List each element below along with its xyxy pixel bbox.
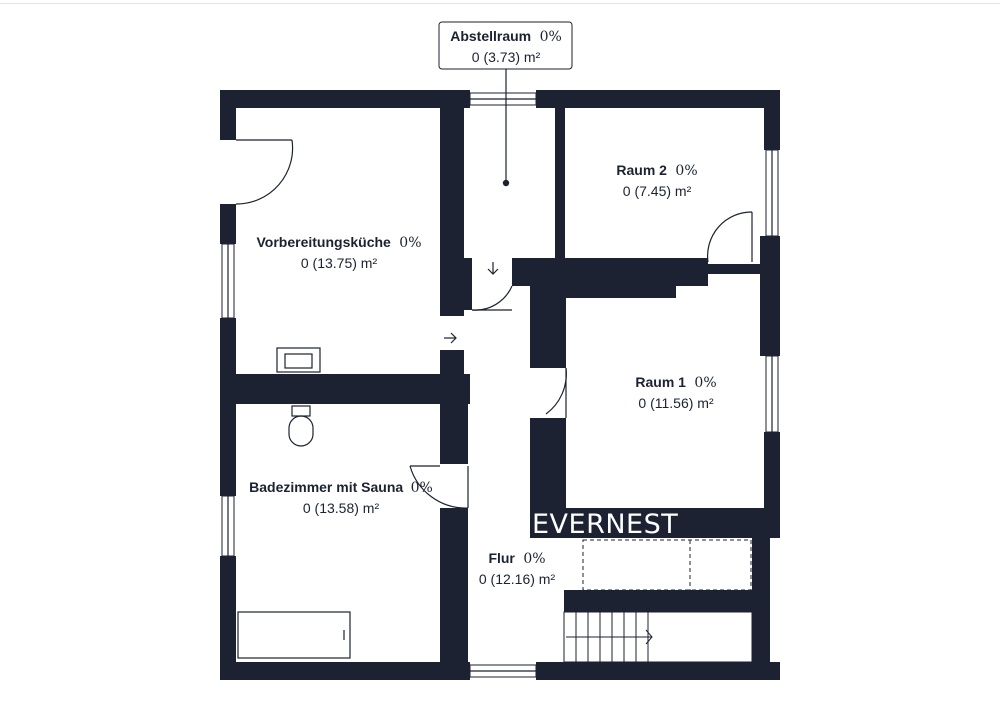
walls bbox=[220, 90, 780, 680]
wall-flur-top bbox=[512, 258, 532, 286]
label-abstellraum: Abstellraum 0% bbox=[450, 28, 562, 45]
label-raum-2: Raum 2 0% bbox=[616, 162, 697, 179]
label-vorbereitungskueche-area: 0 (13.75) m² bbox=[301, 255, 378, 271]
wall-abstell-right bbox=[555, 100, 565, 258]
wall-bath-right-lower bbox=[440, 508, 468, 680]
wall-bottom-left bbox=[220, 662, 470, 680]
label-abstellraum-area: 0 (3.73) m² bbox=[472, 49, 541, 65]
wall-raum1-top bbox=[566, 258, 676, 298]
wall-stair-top bbox=[564, 590, 754, 612]
arrows bbox=[444, 262, 499, 344]
wall-right-3 bbox=[764, 432, 780, 528]
label-raum-1-percent: 0% bbox=[694, 375, 716, 391]
arrow-kitchen-head bbox=[450, 332, 457, 344]
label-raum-1-name: Raum 1 bbox=[635, 374, 686, 390]
label-raum-1: Raum 1 0% bbox=[635, 374, 716, 391]
wall-raum2-bottom-b bbox=[700, 264, 764, 274]
wall-raum1-left-upper bbox=[530, 258, 566, 368]
doors bbox=[235, 139, 753, 509]
wall-kitchen-right-lower bbox=[440, 350, 464, 378]
label-abstellraum-percent: 0% bbox=[540, 29, 562, 45]
label-flur-name: Flur bbox=[488, 550, 515, 566]
arrow-abstell-head bbox=[487, 268, 499, 275]
label-flur-percent: 0% bbox=[523, 551, 545, 567]
label-vorbereitungskueche-percent: 0% bbox=[399, 235, 421, 251]
wall-right-2 bbox=[760, 236, 780, 356]
door-abstell-swing bbox=[471, 285, 513, 311]
wall-abstell-stub bbox=[464, 258, 472, 310]
bathtub bbox=[237, 611, 351, 659]
room-labels: Abstellraum 0% 0 (3.73) m² Raum 2 0% 0 (… bbox=[249, 28, 716, 587]
wall-top-right bbox=[536, 90, 780, 108]
wall-bath-right-upper bbox=[440, 374, 468, 464]
staircase bbox=[563, 611, 753, 663]
label-abstellraum-name: Abstellraum bbox=[450, 28, 531, 44]
wall-left-2 bbox=[220, 204, 236, 244]
door-entry-swing bbox=[235, 139, 294, 205]
wall-kitchen-bath bbox=[230, 374, 470, 404]
wall-left-1 bbox=[220, 90, 236, 140]
label-flur: Flur 0% bbox=[488, 550, 545, 567]
toilet-bowl bbox=[288, 415, 314, 447]
wall-right-4 bbox=[752, 528, 770, 680]
wall-top-left bbox=[220, 90, 470, 108]
label-raum-2-percent: 0% bbox=[675, 163, 697, 179]
label-raum-2-name: Raum 2 bbox=[616, 162, 667, 178]
door-bath-swing bbox=[409, 465, 469, 509]
label-vorbereitungskueche-name: Vorbereitungsküche bbox=[257, 234, 392, 250]
abstellraum-callout-box bbox=[438, 21, 573, 70]
wall-kitchen-right bbox=[440, 100, 464, 316]
label-badezimmer-percent: 0% bbox=[411, 480, 433, 496]
label-badezimmer-area: 0 (13.58) m² bbox=[303, 500, 380, 516]
door-raum2-swing bbox=[706, 211, 753, 263]
windows bbox=[221, 92, 779, 678]
toilet-tank bbox=[291, 405, 311, 417]
abstellraum-pointer-dot bbox=[502, 179, 510, 187]
wall-bottom-right bbox=[536, 662, 780, 680]
stair-direction-arrow bbox=[645, 629, 653, 645]
staircase-outline bbox=[563, 611, 753, 663]
wall-left-3 bbox=[220, 318, 236, 496]
label-vorbereitungskueche: Vorbereitungsküche 0% bbox=[257, 234, 422, 251]
kitchen-sink-basin bbox=[284, 353, 313, 369]
fixtures bbox=[237, 347, 753, 663]
wall-right-1 bbox=[764, 90, 780, 150]
label-badezimmer: Badezimmer mit Sauna 0% bbox=[249, 479, 433, 496]
label-flur-area: 0 (12.16) m² bbox=[479, 571, 556, 587]
label-raum-1-area: 0 (11.56) m² bbox=[638, 395, 714, 411]
wall-raum1-bottom bbox=[530, 508, 780, 538]
wall-left-4 bbox=[220, 556, 236, 680]
brand-logo: EVERNEST bbox=[532, 509, 678, 540]
door-raum1-swing bbox=[545, 367, 567, 415]
label-raum-2-area: 0 (7.45) m² bbox=[623, 183, 692, 199]
label-badezimmer-name: Badezimmer mit Sauna bbox=[249, 479, 403, 495]
kitchen-sink bbox=[276, 347, 321, 373]
stair-void bbox=[582, 539, 752, 591]
